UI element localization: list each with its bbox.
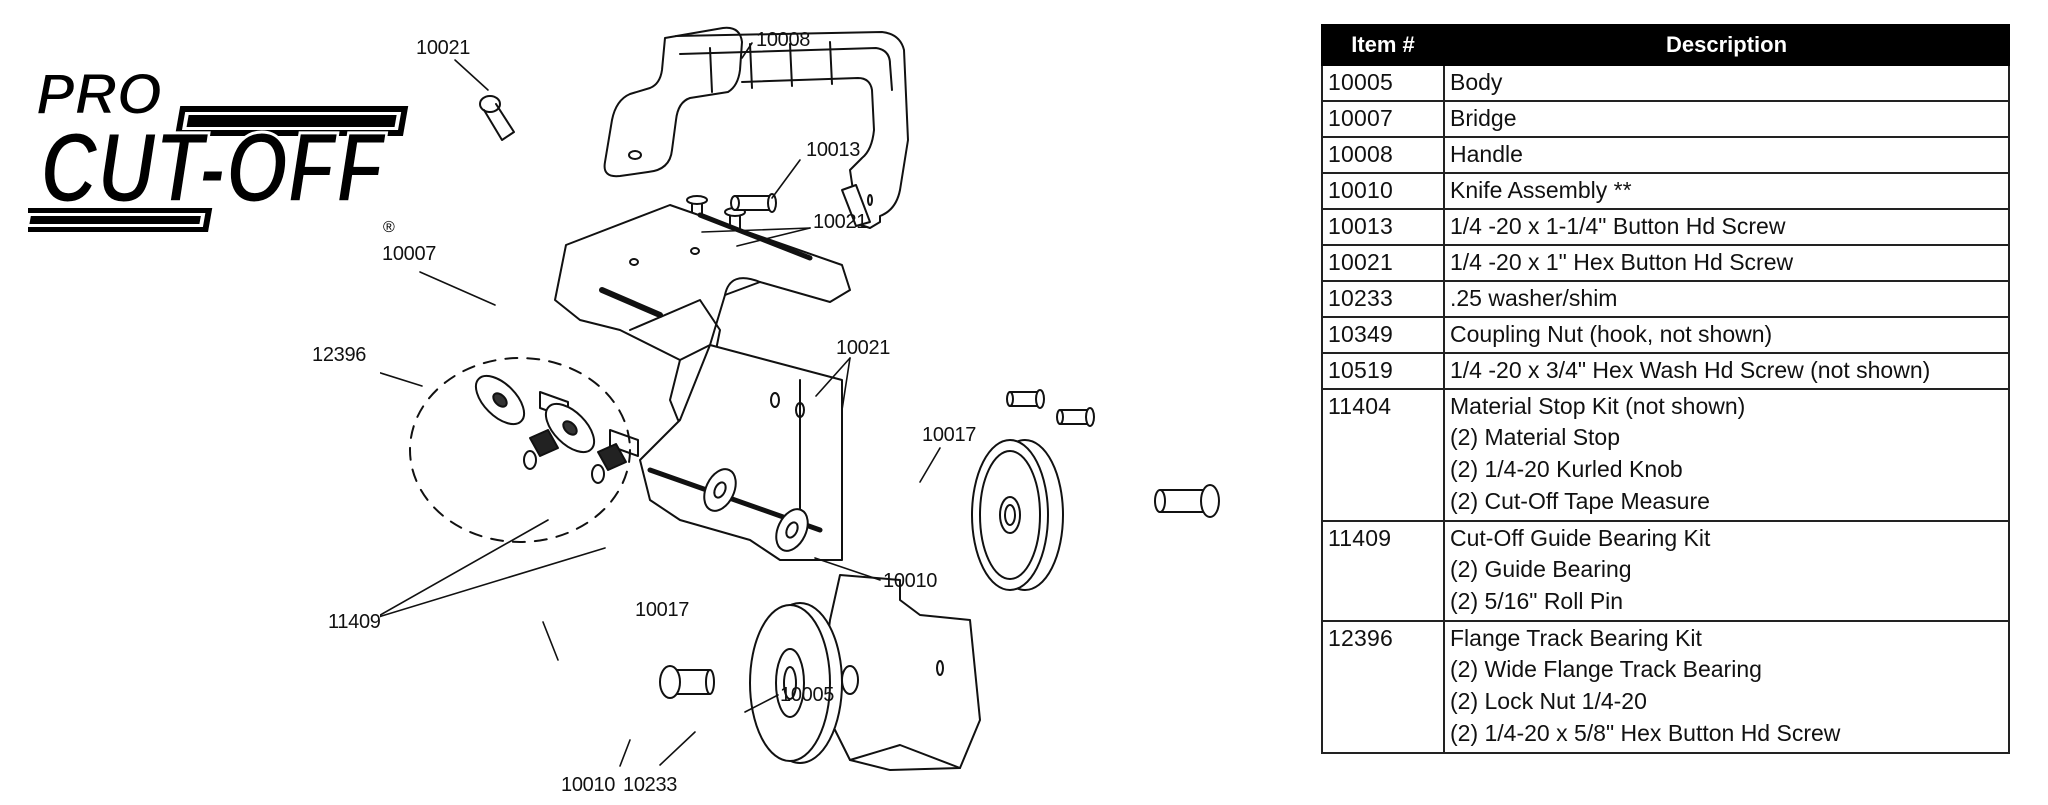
item-number-cell: 10349 (1321, 316, 1445, 354)
exploded-parts-diagram: 10021 10008 10013 10021 10007 12396 1002… (312, 0, 1280, 805)
table-header-row: Item # Description (1321, 24, 2010, 66)
item-number-cell: 12396 (1321, 620, 1445, 754)
item-number-cell: 11404 (1321, 388, 1445, 522)
description-title: 1/4 -20 x 3/4" Hex Wash Hd Screw (not sh… (1450, 357, 1931, 383)
logo-line1: PRO (36, 62, 162, 127)
description-title: .25 washer/shim (1450, 285, 1618, 311)
description-cell: Body (1443, 64, 2010, 102)
callout-10010-right: 10010 (883, 570, 938, 592)
description-subitem: (2) Material Stop (1450, 424, 1621, 450)
description-subitem: (2) Guide Bearing (1450, 556, 1632, 582)
item-number-cell: 10007 (1321, 100, 1445, 138)
item-number-cell: 10013 (1321, 208, 1445, 246)
description-title: Flange Track Bearing Kit (1450, 625, 1702, 651)
knife-wheel-bottom (749, 602, 859, 764)
description-title: Coupling Nut (hook, not shown) (1450, 321, 1773, 347)
logo-graphic: PRO CUT-OFF ® (18, 61, 409, 236)
item-number-cell: 10010 (1321, 172, 1445, 210)
description-cell: .25 washer/shim (1443, 280, 2010, 318)
callout-10233: 10233 (623, 774, 678, 796)
screws-mid (1006, 389, 1095, 427)
flange-bearing-kit (409, 357, 631, 543)
callout-10005: 10005 (780, 684, 835, 706)
callout-10017-left: 10017 (635, 599, 690, 621)
table-row: 10233.25 washer/shim (1321, 280, 2010, 318)
callout-10013: 10013 (806, 139, 861, 161)
callout-10021-right: 10021 (813, 211, 868, 233)
header-description: Description (1443, 24, 2010, 66)
guide-bearings (703, 468, 809, 552)
description-cell: 1/4 -20 x 1" Hex Button Hd Screw (1443, 244, 2010, 282)
bridge-part (554, 204, 851, 421)
item-number-cell: 10005 (1321, 64, 1445, 102)
item-number-cell: 10008 (1321, 136, 1445, 174)
description-cell: Cut-Off Guide Bearing Kit (2) Guide Beari… (1443, 520, 2010, 622)
callout-11409: 11409 (328, 611, 381, 633)
callout-10008: 10008 (756, 29, 811, 51)
description-cell: Flange Track Bearing Kit (2) Wide Flange … (1443, 620, 2010, 754)
description-cell: Bridge (1443, 100, 2010, 138)
callout-10010-bottom: 10010 (561, 774, 616, 796)
description-cell: 1/4 -20 x 1-1/4" Button Hd Screw (1443, 208, 2010, 246)
screw-10017-left (659, 665, 715, 699)
description-subitem: (2) 1/4-20 x 5/8" Hex Button Hd Screw (1450, 720, 1841, 746)
description-cell: Handle (1443, 136, 2010, 174)
callout-12396: 12396 (312, 344, 367, 366)
description-title: Cut-Off Guide Bearing Kit (1450, 525, 1711, 551)
callout-10021-top: 10021 (416, 37, 471, 59)
screw-10021-top (479, 95, 515, 141)
description-subitem: (2) Wide Flange Track Bearing (1450, 656, 1762, 682)
header-item-number: Item # (1321, 24, 1445, 66)
pro-cut-off-logo: PRO CUT-OFF ® (18, 61, 428, 242)
knife-wheel-right (971, 439, 1064, 591)
item-number-cell: 10519 (1321, 352, 1445, 390)
callout-10017-right: 10017 (922, 424, 977, 446)
description-subitem: (2) 1/4-20 Kurled Knob (1450, 456, 1683, 482)
description-subitem: (2) Lock Nut 1/4-20 (1450, 688, 1647, 714)
description-cell: Coupling Nut (hook, not shown) (1443, 316, 2010, 354)
callout-10021-mid: 10021 (836, 337, 891, 359)
description-title: Material Stop Kit (not shown) (1450, 393, 1746, 419)
description-title: Bridge (1450, 105, 1517, 131)
description-title: 1/4 -20 x 1" Hex Button Hd Screw (1450, 249, 1794, 275)
description-cell: Material Stop Kit (not shown) (2) Materia… (1443, 388, 2010, 522)
item-number-cell: 11409 (1321, 520, 1445, 622)
description-cell: 1/4 -20 x 3/4" Hex Wash Hd Screw (not sh… (1443, 352, 2010, 390)
screw-10017-right (1154, 484, 1220, 518)
description-title: 1/4 -20 x 1-1/4" Button Hd Screw (1450, 213, 1786, 239)
description-title: Knife Assembly ** (1450, 177, 1632, 203)
description-title: Body (1450, 69, 1503, 95)
description-subitem: (2) 5/16" Roll Pin (1450, 588, 1624, 614)
description-cell: Knife Assembly ** (1443, 172, 2010, 210)
item-number-cell: 10021 (1321, 244, 1445, 282)
callout-10007: 10007 (382, 243, 437, 265)
registered-mark: ® (383, 219, 395, 236)
body-lower (819, 574, 981, 771)
item-number-cell: 10233 (1321, 280, 1445, 318)
description-subitem: (2) Cut-Off Tape Measure (1450, 488, 1710, 514)
logo-line2: CUT-OFF (40, 112, 387, 224)
leader-lines (380, 42, 941, 767)
handle-part (603, 26, 909, 229)
description-title: Handle (1450, 141, 1523, 167)
